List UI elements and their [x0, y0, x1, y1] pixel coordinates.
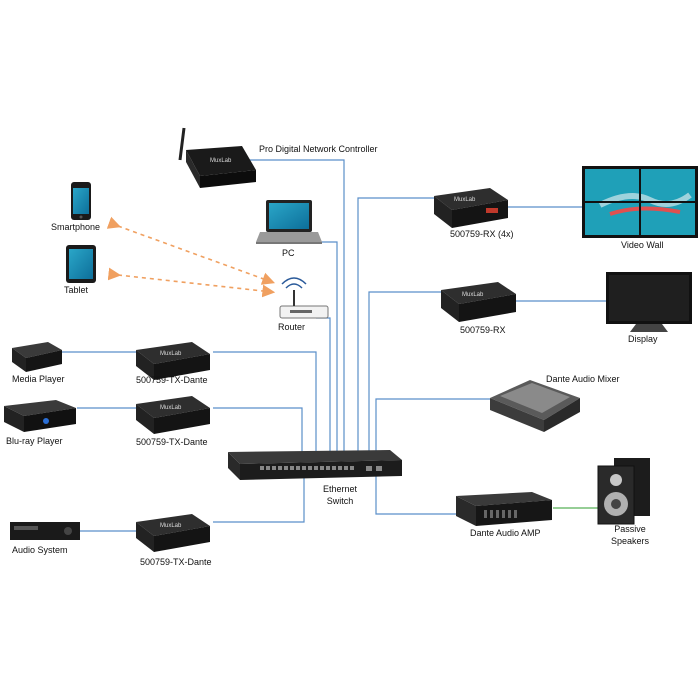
audio-amp-label: Dante Audio AMP	[470, 528, 541, 538]
rx-4x-receiver-device: MuxLab	[434, 188, 508, 228]
network-connections	[62, 159, 606, 532]
rx-label: 500759-RX	[460, 325, 506, 335]
speakers-label-line2: Speakers	[610, 536, 650, 546]
tx-2-label: 500759-TX-Dante	[136, 437, 208, 447]
video-wall-label: Video Wall	[621, 240, 664, 250]
passive-speakers-icon	[597, 458, 650, 525]
switch-label-line1: Ethernet	[322, 484, 358, 494]
ethernet-switch-device	[228, 450, 402, 480]
router-label: Router	[278, 322, 306, 332]
tablet-icon	[66, 245, 96, 283]
pc-label: PC	[282, 248, 295, 258]
svg-text:MuxLab: MuxLab	[160, 351, 182, 357]
svg-text:MuxLab: MuxLab	[462, 292, 484, 298]
tx-1-label: 500759-TX-Dante	[136, 375, 208, 385]
svg-text:MuxLab: MuxLab	[454, 197, 476, 203]
audio-mixer-label: Dante Audio Mixer	[546, 374, 620, 384]
speakers-label-line1: Passive	[614, 524, 646, 534]
tx-dante-device-2: MuxLab	[136, 396, 210, 434]
tablet-label: Tablet	[64, 285, 89, 295]
audio-system-device	[10, 522, 80, 540]
controller-label: Pro Digital Network Controller	[259, 144, 378, 154]
rx-4x-label: 500759-RX (4x)	[450, 229, 514, 239]
display-label: Display	[628, 334, 658, 344]
tx-dante-device-3: MuxLab	[136, 514, 210, 552]
dante-audio-mixer-device	[490, 380, 580, 432]
tx-3-label: 500759-TX-Dante	[140, 557, 212, 567]
display-monitor	[606, 272, 692, 332]
blu-ray-player-device	[4, 400, 76, 432]
smartphone-label: Smartphone	[51, 222, 101, 232]
media-player-label: Media Player	[12, 374, 65, 384]
blu-ray-label: Blu-ray Player	[6, 436, 63, 446]
network-controller-device: MuxLab	[178, 127, 256, 188]
switch-label-line2: Switch	[326, 496, 354, 506]
audio-system-label: Audio System	[12, 545, 68, 555]
rx-receiver-device: MuxLab	[441, 282, 516, 322]
router-icon	[279, 277, 329, 319]
tx-dante-device-1: MuxLab	[136, 342, 210, 380]
svg-text:MuxLab: MuxLab	[160, 523, 182, 529]
media-player-device	[12, 342, 62, 372]
dante-audio-amp-device	[456, 492, 552, 526]
svg-text:MuxLab: MuxLab	[160, 405, 182, 411]
pc-laptop-icon	[256, 200, 322, 244]
video-wall-display	[582, 166, 698, 238]
wireless-links	[106, 216, 276, 298]
smartphone-icon	[71, 182, 91, 220]
svg-text:MuxLab: MuxLab	[210, 158, 232, 164]
